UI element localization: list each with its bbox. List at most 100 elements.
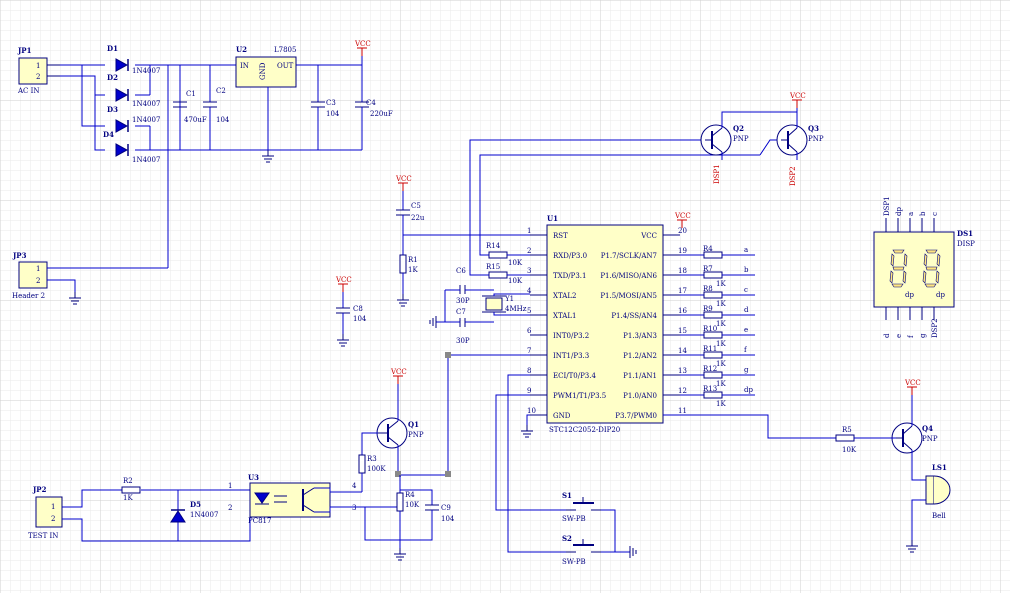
u3-ref: U3 [248,473,259,482]
mcu-pin-name: P3.7/PWM0 [615,412,657,420]
mcu-left-wires [447,139,786,553]
mcu-pin-num: 11 [678,407,687,415]
resistor-r5[interactable]: R5 10K [663,414,896,454]
segment-resistor-value: 1K [716,360,726,368]
u2-pin-gnd: GND [259,62,267,80]
segment-resistor-ref: R11 [703,345,717,353]
ds1-ref: DS1 [957,229,973,238]
c5-value: 22u [411,214,425,222]
mcu-pin-name: GND [553,412,571,420]
segment-resistor-ref: R13 [703,385,717,393]
diode-d4[interactable]: D4 1N4007 [103,130,160,164]
mcu-pin-name: RXD/P3.0 [553,252,587,260]
resistor-r4-input[interactable]: R4 10K [364,475,420,561]
switch-s1[interactable]: S1 SW-PB [562,491,601,523]
display-pin-label: a [907,212,915,216]
display-pin-label: g [919,333,927,338]
segment-net-label: c [744,286,748,294]
display-pin-label: d [883,333,891,338]
mcu-right-pins: 20VCC19P1.7/SCLK/AN718P1.6/MISO/AN617P1.… [600,227,687,420]
jp3-pin2: 2 [36,277,40,285]
u2-ref: U2 [236,45,247,54]
segment-resistor-ref: R8 [703,285,713,293]
capacitor-c3[interactable]: C3 104 [311,65,340,150]
jp2-connector[interactable]: 1 2 JP2 TEST IN [28,485,63,540]
u3-part: PC817 [248,517,271,525]
jp1-label: AC IN [17,87,40,95]
r1-value: 1K [408,266,418,274]
display-pin-label: c [931,212,939,216]
q4-type: PNP [922,435,938,443]
segment-resistor-value: 1K [716,380,726,388]
u2-pin-in: IN [240,62,249,70]
q2-type: PNP [733,135,749,143]
diode-d2[interactable]: D2 1N4007 [107,73,160,108]
mcu-u1[interactable]: U1 STC12C2052-DIP20 1RST2RXD/P3.03TXD/P3… [527,214,687,434]
vcc-label-q4: VCC [904,379,921,387]
jp3-connector[interactable]: 1 2 JP3 Header 2 [12,251,168,305]
mcu-pin-num: 3 [527,267,531,275]
segment-net-label: b [744,266,749,274]
segment-resistor-ref: R10 [703,325,717,333]
mcu-pin-name: P1.6/MISO/AN6 [600,272,657,280]
diode-d3[interactable]: D3 1N4007 [107,105,160,133]
d1-ref: D1 [107,44,118,53]
r3-ref: R3 [367,455,377,463]
mcu-pin-name: P1.0/AN0 [623,392,657,400]
mcu-pin-num: 2 [527,247,531,255]
resistor-r3[interactable]: R3 100K [358,454,386,492]
segment-resistor-ref: R12 [703,365,717,373]
jp1-pin1: 1 [36,62,40,70]
jp2-label: TEST IN [28,532,58,540]
transistor-q2[interactable]: Q2 PNP DSP1 [700,111,797,184]
jp1-connector[interactable]: 1 2 JP1 AC IN [17,46,60,95]
capacitor-c2[interactable]: C2 104 [203,65,230,150]
buzzer-ls1[interactable]: LS1 Bell [925,463,951,520]
u2-part: L7805 [274,46,296,54]
c2-value: 104 [216,116,230,124]
mcu-pin-num: 15 [678,327,687,335]
mcu-pin-num: 9 [527,387,531,395]
u1-part: STC12C2052-DIP20 [549,426,620,434]
crystal-y1[interactable]: Y1 4MHz [482,293,530,316]
capacitor-c4[interactable]: C4 220uF [355,55,393,150]
regulator-u2[interactable]: IN OUT GND U2 L7805 [235,45,297,163]
jp2-pin1: 1 [51,503,55,511]
diode-d5[interactable]: D5 1N4007 [170,500,218,523]
transistor-q4[interactable]: Q4 PNP VCC [891,379,938,553]
d1-part: 1N4007 [132,67,160,75]
mcu-pin-num: 8 [527,367,531,375]
vcc-label: VCC [354,40,371,48]
capacitor-c6[interactable]: C6 30P [445,267,494,305]
segment-net-label: f [744,346,748,354]
capacitor-c1[interactable]: C1 470uF [173,65,207,150]
capacitor-c7[interactable]: C7 30P [429,290,494,345]
c5-ref: C5 [411,202,421,210]
mcu-pin-num: 17 [678,287,687,295]
segment-net-label: e [744,326,748,334]
c1-ref: C1 [186,90,196,98]
resistor-r14[interactable]: R14 10K [486,242,523,267]
switch-s2[interactable]: S2 SW-PB [562,534,601,566]
jp2-ref: JP2 [32,485,47,494]
c6-ref: C6 [456,267,466,275]
reset-circuit[interactable]: VCC C5 22u R1 1K [395,175,530,307]
mcu-pin-name: TXD/P3.1 [553,272,586,280]
transistor-q1[interactable]: Q1 PNP VCC [361,352,451,477]
mcu-pin-name: XTAL2 [553,292,576,300]
r5-ref: R5 [842,426,852,434]
c7-ref: C7 [456,308,466,316]
diode-d1[interactable]: D1 1N4007 [107,44,160,75]
resistor-r2[interactable]: R2 1K [121,477,141,502]
s1-part: SW-PB [562,515,586,523]
y1-value: 4MHz [505,305,527,313]
segment-resistor-ref: R9 [703,305,713,313]
transistor-q3[interactable]: Q3 PNP VCC DSP2 [776,92,824,186]
resistor-r15[interactable]: R15 10K [486,263,523,285]
capacitor-c8[interactable]: VCC C8 104 [335,276,367,347]
capacitor-c9[interactable]: C9 104 [400,489,455,541]
mcu-pin-num: 1 [527,227,531,235]
q1-type: PNP [408,431,424,439]
